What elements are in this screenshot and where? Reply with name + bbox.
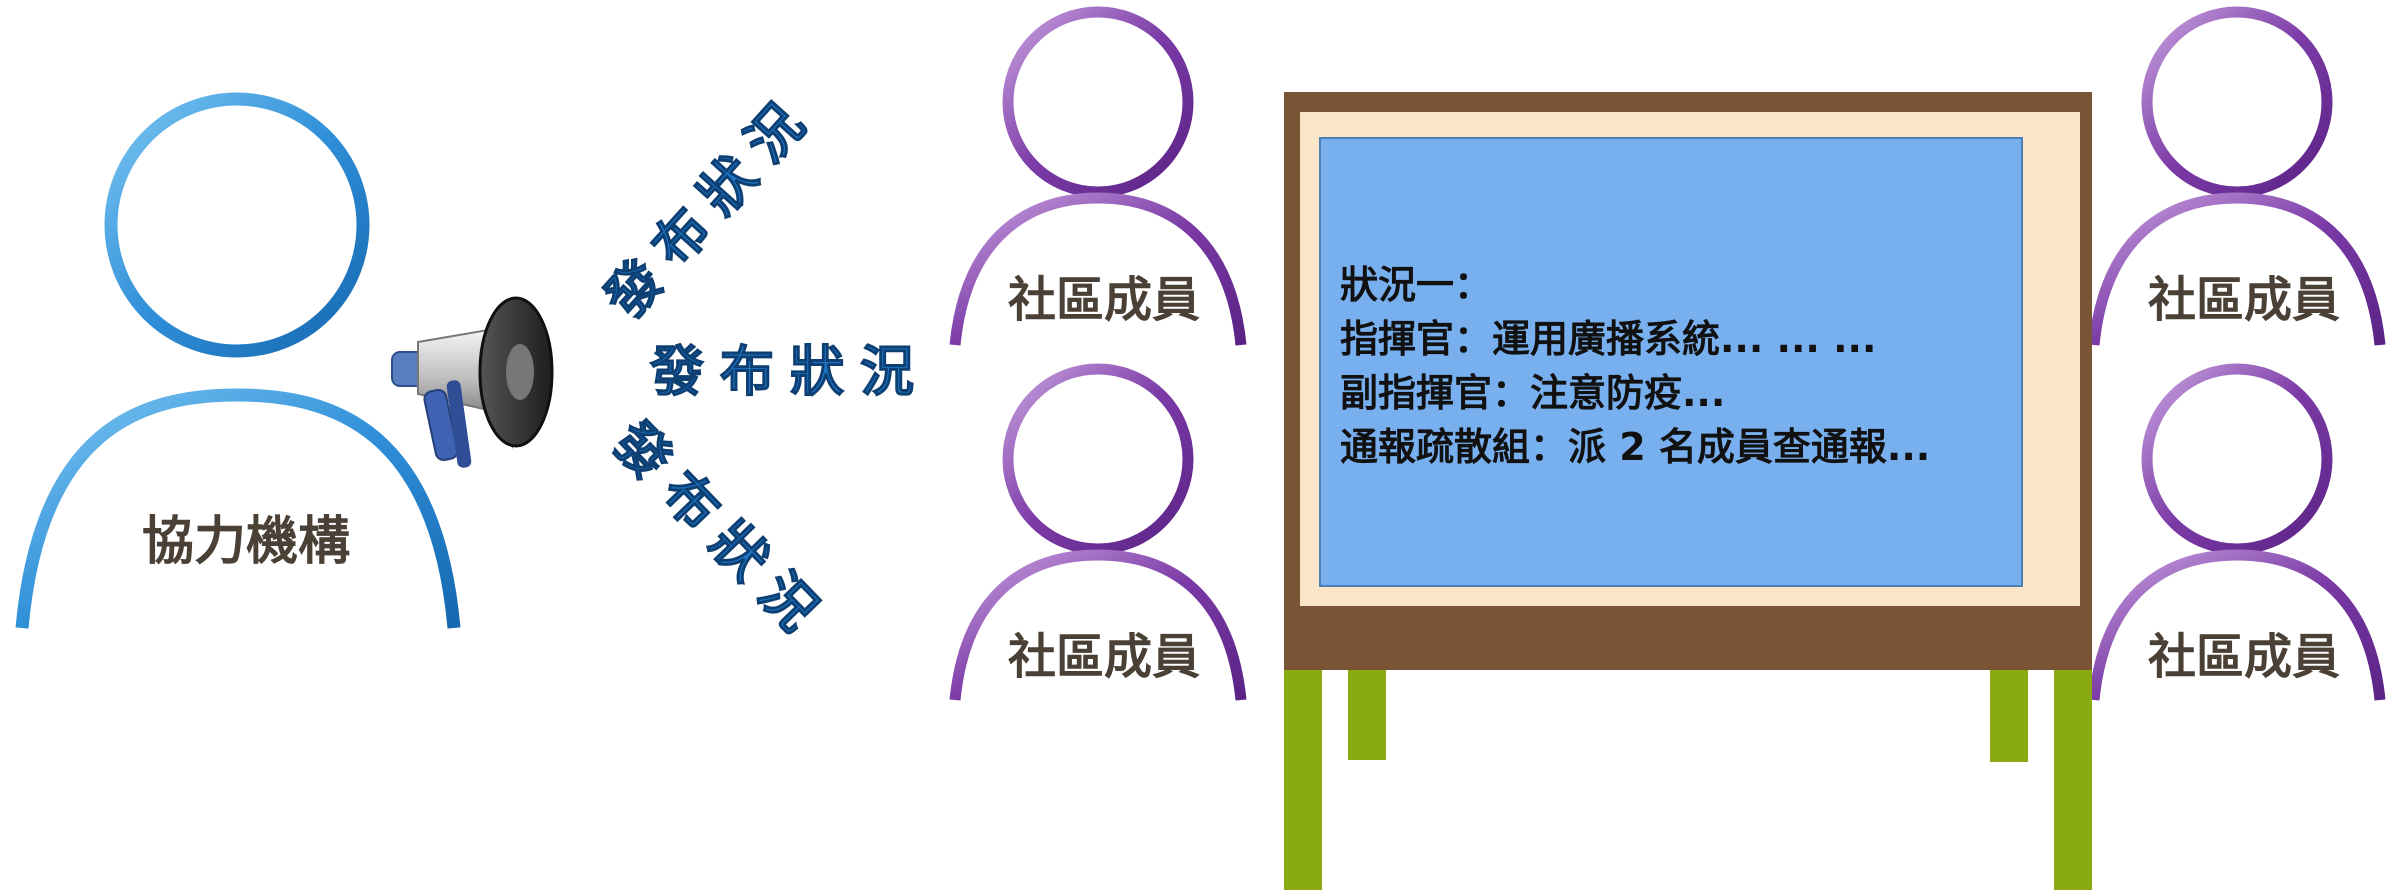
board-text: 狀況一： 指揮官：運用廣播系統... ... ... 副指揮官：注意防疫... …: [1340, 258, 2000, 474]
board-line-commander: 指揮官：運用廣播系統... ... ...: [1340, 317, 1877, 361]
organization-figure: 協力機構: [15, 92, 461, 629]
board-leg-back-left: [1348, 660, 1386, 760]
member-label: 社區成員: [2148, 629, 2340, 685]
board-line-evacuation: 通報疏散組：派 2 名成員查通報...: [1340, 425, 1931, 469]
board-line-title: 狀況一：: [1340, 263, 1493, 307]
member-figure-top-left: 社區成員: [949, 6, 1247, 346]
board-line-deputy: 副指揮官：注意防疫...: [1340, 371, 1726, 415]
board-screen: [1319, 137, 2023, 587]
member-label: 社區成員: [1008, 272, 1200, 328]
announcement-text-lower: 發布狀況: [600, 409, 841, 655]
megaphone-icon: [391, 296, 554, 468]
board-leg-back-right: [1990, 660, 2028, 762]
member-label: 社區成員: [1008, 629, 1200, 685]
organization-body: [15, 388, 461, 629]
member-figure-top-right: 社區成員: [2088, 6, 2386, 346]
member-label: 社區成員: [2148, 272, 2340, 328]
board-leg-front-left: [1284, 660, 1322, 890]
member-figure-bottom-left: 社區成員: [949, 363, 1247, 701]
announcement-text-middle: 發布狀況: [649, 340, 930, 403]
bulletin-board: [1284, 92, 2092, 890]
board-leg-front-right: [2054, 660, 2092, 890]
announcement-text-upper: 發布狀況: [592, 80, 827, 331]
organization-head: [104, 92, 370, 358]
organization-label: 協力機構: [142, 512, 350, 572]
member-figure-bottom-right: 社區成員: [2088, 363, 2386, 701]
